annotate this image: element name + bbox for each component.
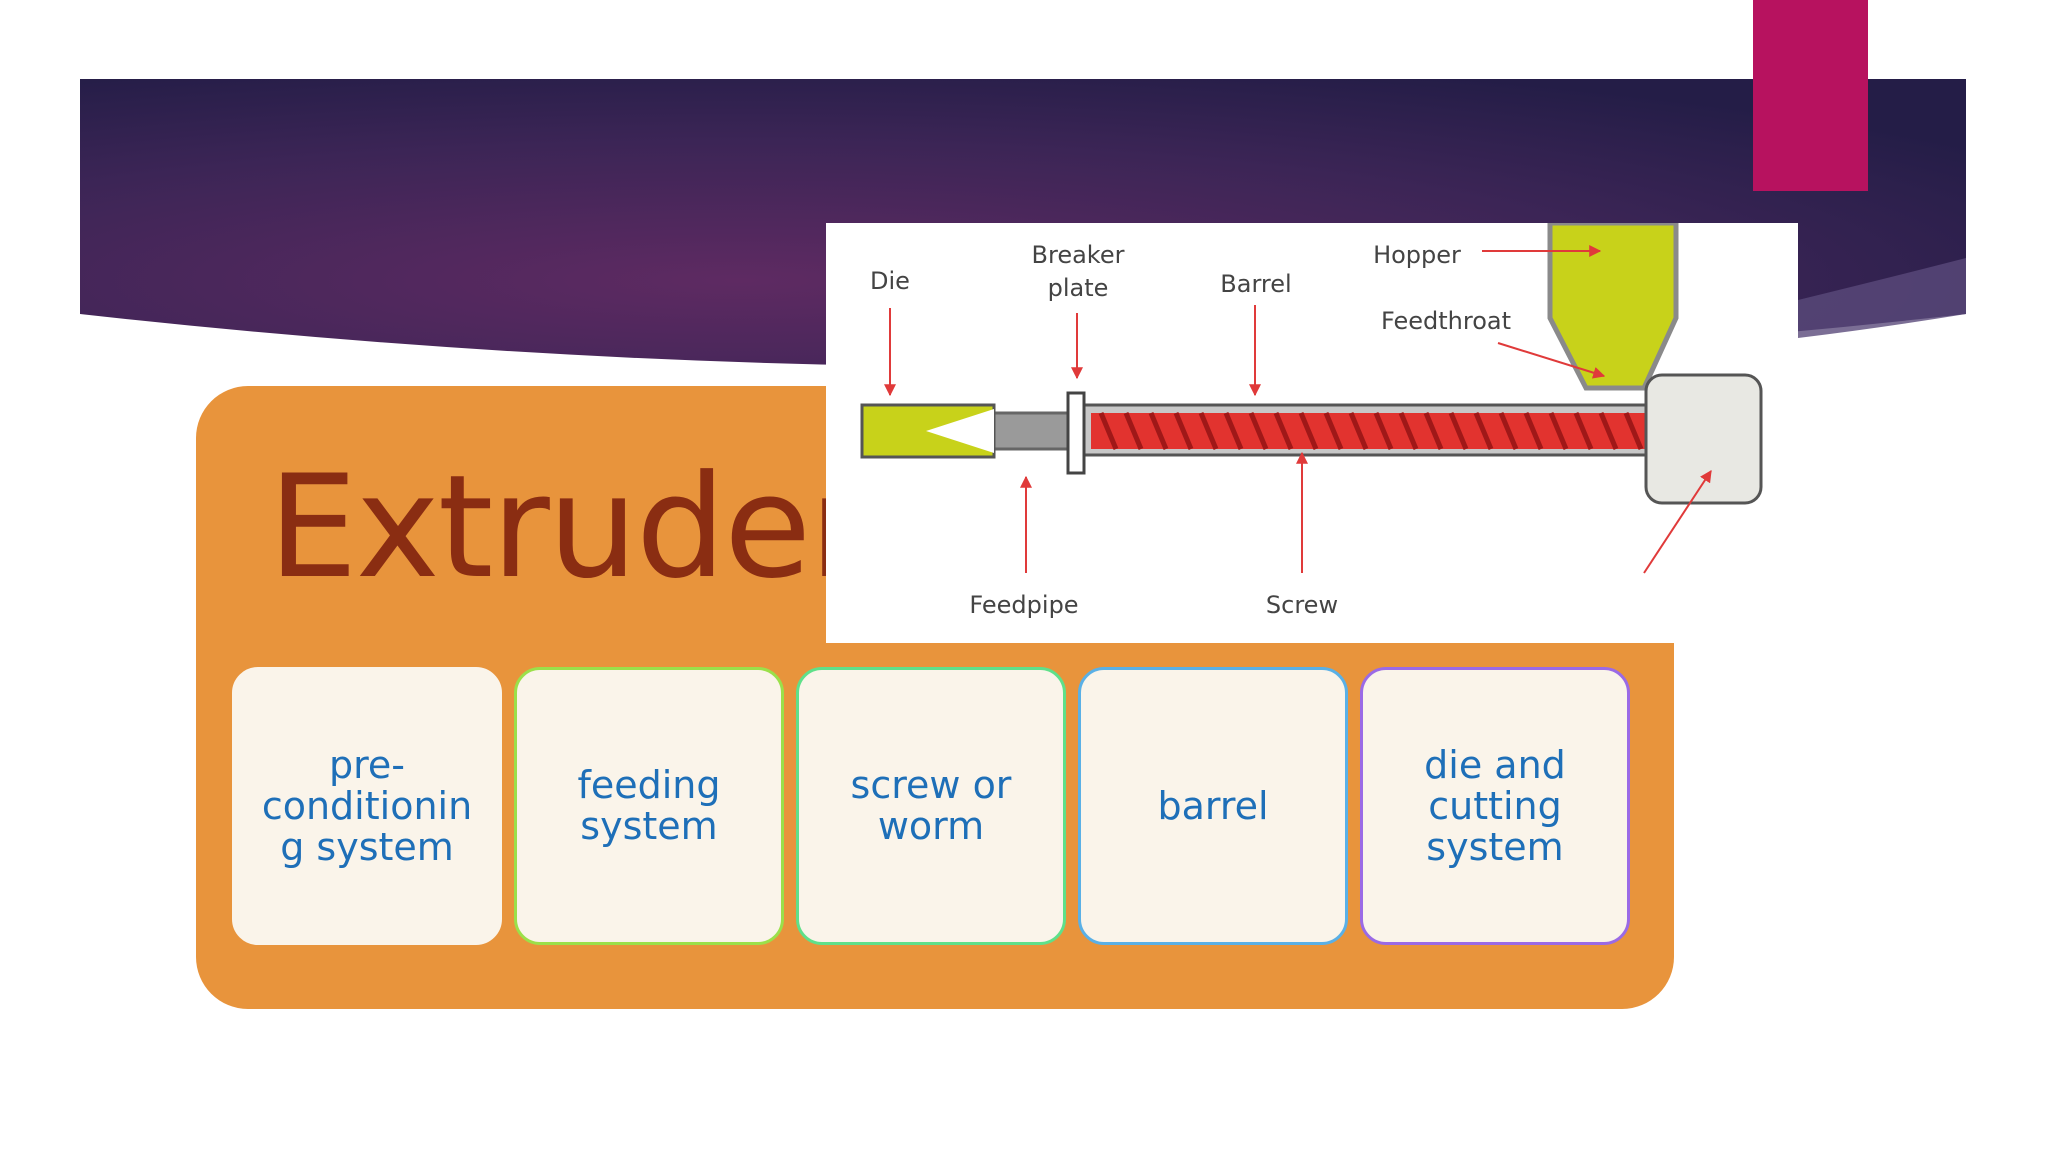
- die-shape: [860, 403, 996, 459]
- breaker-plate-label-line1: Breaker: [1032, 241, 1125, 269]
- feedpipe-shape: [992, 411, 1071, 451]
- hopper-shape: [1547, 223, 1679, 391]
- die-label: Die: [870, 267, 910, 295]
- slide-title: Extruder: [268, 445, 868, 610]
- feedpipe-label: Feedpipe: [969, 591, 1078, 619]
- barrel-label: Barrel: [1220, 270, 1291, 298]
- gearbox-shape: [1644, 373, 1763, 505]
- extruder-diagram: Die Breaker plate Barrel Hopper Feedthro…: [826, 223, 1798, 643]
- breaker-plate-label-line2: plate: [1048, 274, 1109, 302]
- gearbox-arrow: [1643, 469, 1712, 574]
- hopper-label: Hopper: [1373, 241, 1461, 269]
- feedthroat-label: Feedthroat: [1381, 307, 1511, 335]
- breaker-plate-shape: [1066, 391, 1086, 475]
- screw-flights: [1098, 412, 1644, 450]
- feedthroat-arrow: [1497, 342, 1606, 379]
- component-card-label: barrel: [1157, 783, 1269, 828]
- component-card-barrel: barrel: [1078, 667, 1348, 945]
- accent-tab: [1753, 0, 1868, 191]
- screw-label: Screw: [1266, 591, 1338, 619]
